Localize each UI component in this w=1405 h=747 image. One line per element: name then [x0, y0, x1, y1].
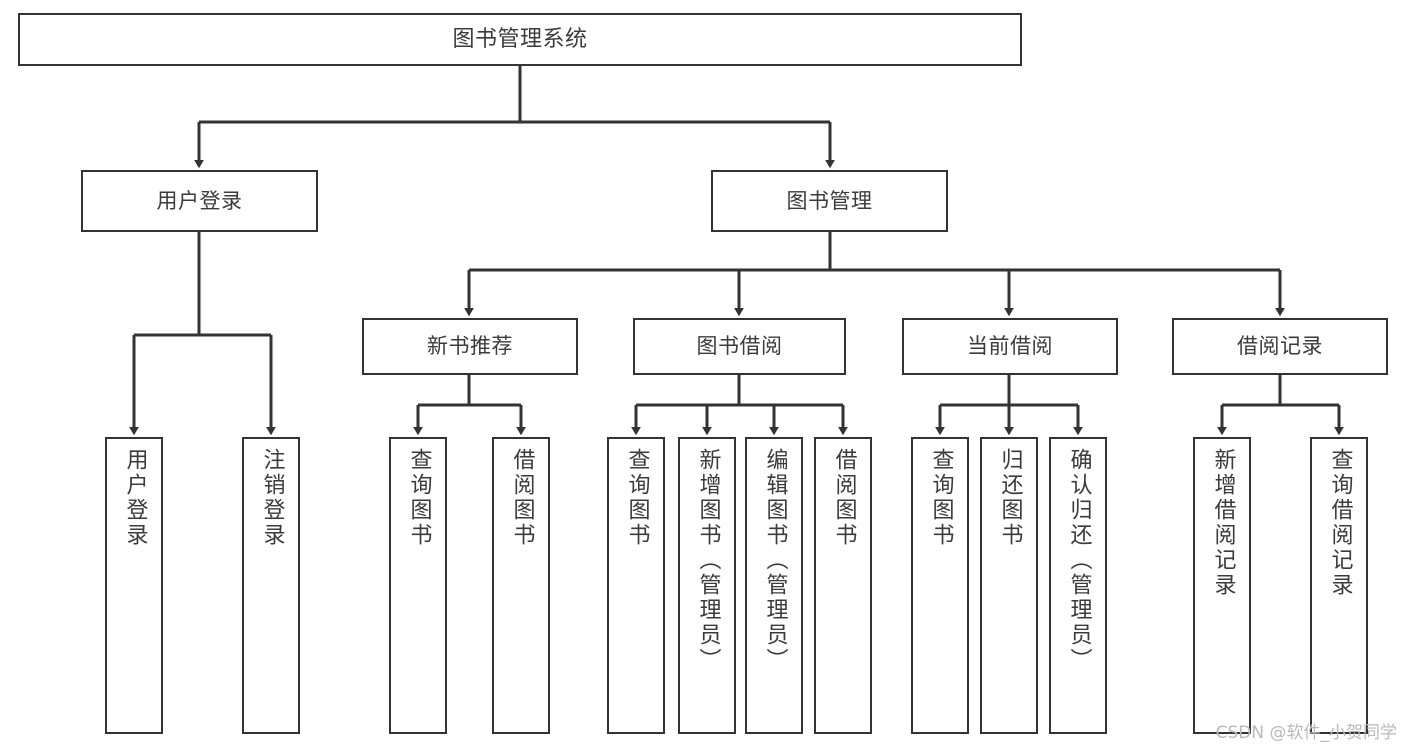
- node-root-label: 图书管理系统: [452, 26, 588, 52]
- node-leaf-borrow-book-1-label: 借阅图书: [509, 448, 535, 548]
- watermark-text: CSDN @软件_小贺同学: [1215, 723, 1397, 743]
- node-book-borrow-label: 图书借阅: [696, 334, 783, 359]
- node-leaf-edit-book[interactable]: 编辑图书（管理员）: [745, 437, 803, 734]
- node-leaf-return-book-label: 归还图书: [997, 448, 1023, 548]
- node-leaf-add-book[interactable]: 新增图书（管理员）: [678, 437, 736, 734]
- node-leaf-confirm-return-label: 确认归还（管理员）: [1066, 448, 1092, 673]
- node-leaf-add-book-label: 新增图书（管理员）: [695, 448, 721, 673]
- node-leaf-user-login[interactable]: 用户登录: [105, 437, 163, 734]
- node-new-book-recommend[interactable]: 新书推荐: [362, 318, 578, 375]
- node-leaf-user-logout[interactable]: 注销登录: [242, 437, 300, 734]
- node-borrow-record[interactable]: 借阅记录: [1172, 318, 1388, 375]
- node-leaf-confirm-return[interactable]: 确认归还（管理员）: [1049, 437, 1107, 734]
- node-leaf-query-book-2-label: 查询图书: [624, 448, 650, 548]
- node-leaf-query-book-3[interactable]: 查询图书: [911, 437, 969, 734]
- node-leaf-user-logout-label: 注销登录: [259, 448, 285, 548]
- node-leaf-edit-book-label: 编辑图书（管理员）: [762, 448, 788, 673]
- node-new-book-recommend-label: 新书推荐: [427, 334, 513, 359]
- node-leaf-query-book-1[interactable]: 查询图书: [389, 437, 447, 734]
- node-leaf-user-login-label: 用户登录: [122, 448, 148, 548]
- node-leaf-query-record[interactable]: 查询借阅记录: [1310, 437, 1368, 734]
- node-leaf-borrow-book-2-label: 借阅图书: [831, 448, 857, 548]
- node-leaf-query-record-label: 查询借阅记录: [1327, 448, 1353, 598]
- node-root[interactable]: 图书管理系统: [18, 13, 1022, 66]
- node-book-manage[interactable]: 图书管理: [711, 170, 948, 232]
- node-leaf-borrow-book-2[interactable]: 借阅图书: [814, 437, 872, 734]
- node-user-login[interactable]: 用户登录: [81, 170, 318, 232]
- node-leaf-query-book-1-label: 查询图书: [406, 448, 432, 548]
- node-borrow-record-label: 借阅记录: [1237, 334, 1323, 359]
- node-current-borrow-label: 当前借阅: [967, 334, 1053, 359]
- node-leaf-return-book[interactable]: 归还图书: [980, 437, 1038, 734]
- node-leaf-add-record[interactable]: 新增借阅记录: [1193, 437, 1251, 734]
- node-book-manage-label: 图书管理: [786, 188, 873, 213]
- node-user-login-label: 用户登录: [156, 188, 243, 213]
- node-leaf-add-record-label: 新增借阅记录: [1210, 448, 1236, 598]
- node-current-borrow[interactable]: 当前借阅: [902, 318, 1118, 375]
- node-leaf-query-book-3-label: 查询图书: [928, 448, 954, 548]
- node-leaf-borrow-book-1[interactable]: 借阅图书: [492, 437, 550, 734]
- node-book-borrow[interactable]: 图书借阅: [633, 318, 846, 375]
- node-leaf-query-book-2[interactable]: 查询图书: [607, 437, 665, 734]
